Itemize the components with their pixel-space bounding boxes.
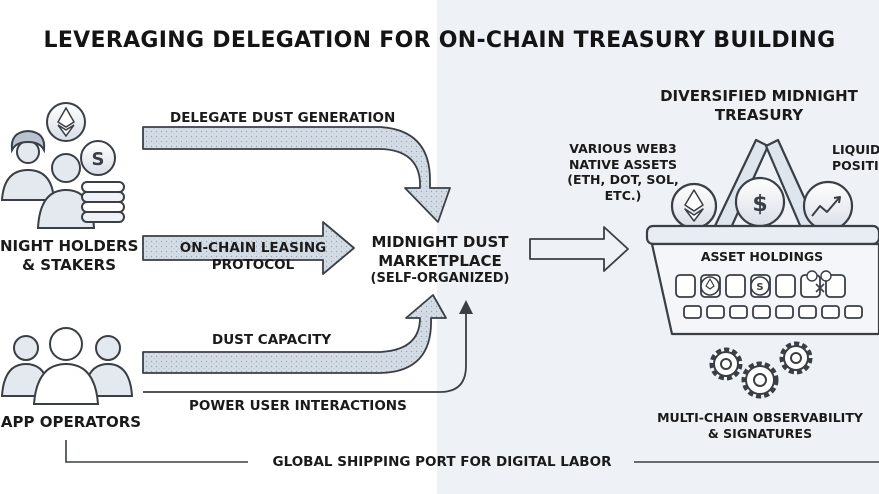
marketplace-to-treasury-arrow [529, 226, 629, 272]
gears-icon [709, 341, 813, 399]
footer-line-left [65, 440, 248, 463]
native-assets-label-line3: (ETH, DOT, SOL, [567, 172, 679, 188]
treasury-title: DIVERSIFIED MIDNIGHT TREASURY [648, 87, 870, 125]
liquid-positions-label-line1: LIQUID [832, 142, 879, 157]
page-title: LEVERAGING DELEGATION FOR ON-CHAIN TREAS… [43, 28, 836, 53]
leasing-protocol-label-line1: ON-CHAIN LEASING [179, 240, 327, 256]
observability-label-line2: & SIGNATURES [707, 425, 813, 441]
night-holders-label-line1: NIGHT HOLDERS [0, 237, 139, 255]
svg-text:$: $ [752, 192, 767, 217]
native-assets-label-line4: ETC.) [604, 187, 642, 203]
marketplace-label: MIDNIGHT DUST MARKETPLACE (SELF-ORGANIZE… [360, 233, 520, 287]
power-user-arrow [143, 308, 467, 393]
liquid-positions-label: LIQUID POSITIO [832, 142, 879, 173]
treasury-basket-icon: $ S [645, 138, 879, 336]
night-holders-label: NIGHT HOLDERS & STAKERS [0, 237, 138, 275]
power-user-arrowhead [459, 300, 473, 314]
observability-label-line1: MULTI-CHAIN OBSERVABILITY [657, 410, 863, 425]
leasing-protocol-label-line2: PROTOCOL [211, 256, 295, 273]
marketplace-label-line1: MIDNIGHT DUST [371, 233, 509, 251]
svg-text:S: S [92, 149, 105, 170]
marketplace-label-line2: MARKETPLACE [378, 251, 502, 270]
liquid-positions-label-line2: POSITIO [832, 157, 879, 173]
footer-label: GLOBAL SHIPPING PORT FOR DIGITAL LABOR [272, 454, 612, 470]
delegate-dust-label: DELEGATE DUST GENERATION [170, 110, 396, 126]
native-assets-label: VARIOUS WEB3 NATIVE ASSETS (ETH, DOT, SO… [558, 141, 688, 204]
treasury-title-line1: DIVERSIFIED MIDNIGHT [660, 87, 858, 105]
dust-capacity-label: DUST CAPACITY [212, 332, 332, 348]
night-holders-label-line2: & STAKERS [21, 255, 116, 274]
power-user-label: POWER USER INTERACTIONS [189, 398, 407, 414]
marketplace-label-line3: (SELF-ORGANIZED) [370, 270, 510, 286]
svg-text:S: S [756, 282, 763, 293]
treasury-title-line2: TREASURY [714, 105, 804, 124]
delegate-dust-arrow [142, 126, 451, 223]
observability-label: MULTI-CHAIN OBSERVABILITY & SIGNATURES [648, 410, 872, 441]
app-operators-icon [0, 327, 134, 405]
native-assets-label-line2: NATIVE ASSETS [568, 156, 678, 172]
leasing-protocol-label: ON-CHAIN LEASING PROTOCOL [178, 240, 328, 274]
native-assets-label-line1: VARIOUS WEB3 [569, 141, 677, 156]
leasing-protocol-arrow [142, 221, 355, 275]
night-holders-icon: S [0, 102, 125, 229]
asset-holdings-label: ASSET HOLDINGS [700, 249, 824, 264]
dust-capacity-arrow [142, 294, 447, 374]
app-operators-label: APP OPERATORS [0, 413, 142, 431]
